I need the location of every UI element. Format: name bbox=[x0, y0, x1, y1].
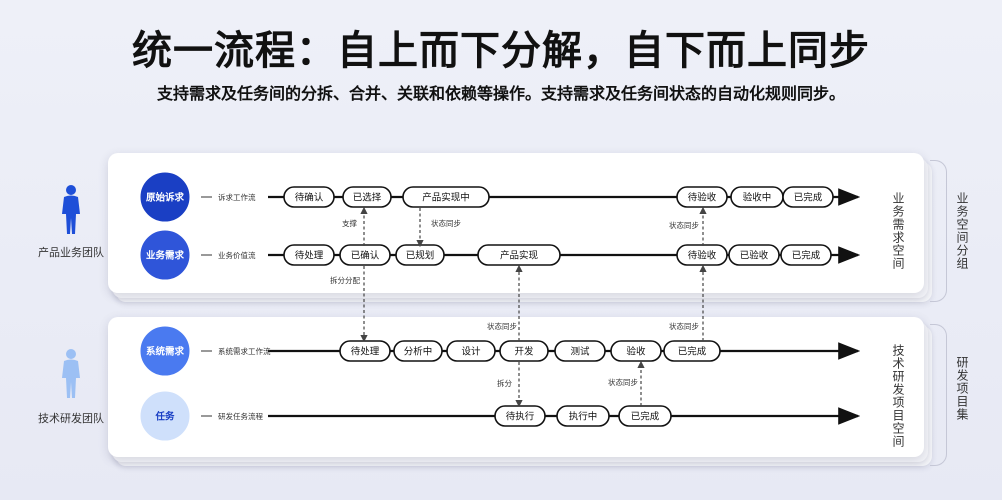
status-node[interactable] bbox=[780, 244, 832, 266]
status-node-label: 已完成 bbox=[794, 192, 823, 204]
status-node[interactable] bbox=[402, 186, 490, 208]
lane-3: 系统需求工作流 系统需求 待处理 分析中 设计 开发 测试 验收 已完成 bbox=[137, 323, 861, 379]
status-node-label: 验收 bbox=[626, 346, 646, 358]
status-node-label: 已完成 bbox=[792, 250, 821, 262]
status-node[interactable] bbox=[283, 244, 335, 266]
lane-circle[interactable] bbox=[137, 227, 193, 283]
status-node-label: 开发 bbox=[514, 346, 534, 358]
connector-label: 状态同步 bbox=[608, 377, 638, 387]
status-node[interactable] bbox=[499, 340, 549, 362]
business-group-label: 业务空间分组 bbox=[955, 192, 969, 270]
lane-circle[interactable] bbox=[137, 169, 193, 225]
tech-space-label: 技术研发项目空间 bbox=[891, 344, 905, 448]
status-node[interactable] bbox=[556, 405, 610, 427]
connector-label: 拆分分配 bbox=[330, 275, 360, 285]
lane-circle[interactable] bbox=[137, 388, 193, 444]
status-node[interactable] bbox=[618, 405, 672, 427]
page-title: 统一流程：自上而下分解，自下而上同步 bbox=[132, 28, 870, 74]
status-node-label: 已完成 bbox=[678, 346, 707, 358]
lane-2: 业务价值流 业务需求 待处理 已确认 已规划 产品实现 待验收 已验收 已完成 bbox=[137, 227, 861, 283]
lane-4: 研发任务流程 任务 待执行 执行中 已完成 bbox=[137, 388, 861, 444]
connector-label: 状态同步 bbox=[669, 220, 699, 230]
status-node-label: 执行中 bbox=[569, 411, 598, 423]
status-node-label: 已验收 bbox=[740, 250, 769, 262]
lane-circle-label: 任务 bbox=[154, 411, 175, 423]
status-node-label: 产品实现 bbox=[500, 250, 539, 262]
status-node[interactable] bbox=[339, 244, 391, 266]
status-node-label: 待处理 bbox=[295, 250, 324, 262]
tech-person-icon bbox=[62, 349, 80, 398]
lane-1: 诉求工作流 原始诉求 待确认 已选择 产品实现中 待验收 验收中 已完成 bbox=[137, 169, 861, 225]
lane-circle-label: 业务需求 bbox=[146, 250, 185, 262]
lane-circle-label: 原始诉求 bbox=[146, 192, 185, 204]
business-space-label: 业务需求空间 bbox=[891, 192, 905, 270]
status-node-label: 产品实现中 bbox=[422, 192, 470, 204]
status-node[interactable] bbox=[554, 340, 606, 362]
status-node[interactable] bbox=[283, 186, 335, 208]
status-node[interactable] bbox=[728, 244, 780, 266]
status-node-label: 已确认 bbox=[351, 250, 380, 262]
status-node-label: 待验收 bbox=[688, 250, 717, 262]
status-node[interactable] bbox=[663, 340, 721, 362]
connector-label: 支撑 bbox=[342, 218, 357, 228]
tech-team-label: 技术研发团队 bbox=[38, 412, 104, 425]
connector-label: 状态同步 bbox=[669, 321, 699, 331]
connector-label: 状态同步 bbox=[431, 218, 461, 228]
lane-flow-label: 研发任务流程 bbox=[218, 411, 263, 421]
tech-set-label: 研发项目集 bbox=[955, 356, 969, 421]
lane-circle[interactable] bbox=[137, 323, 193, 379]
status-node-label: 待验收 bbox=[688, 192, 717, 204]
product-team-label: 产品业务团队 bbox=[38, 246, 104, 259]
status-node-label: 已规划 bbox=[406, 250, 435, 262]
status-node[interactable] bbox=[446, 340, 496, 362]
status-node-label: 验收中 bbox=[743, 192, 772, 204]
product-person-icon bbox=[62, 185, 80, 234]
lane-flow-label: 业务价值流 bbox=[218, 250, 256, 260]
lane-flow-label: 诉求工作流 bbox=[218, 192, 256, 202]
status-node-label: 分析中 bbox=[404, 346, 433, 358]
status-node[interactable] bbox=[782, 186, 834, 208]
status-node-label: 已完成 bbox=[631, 411, 660, 423]
connector-label: 拆分 bbox=[497, 378, 512, 388]
status-node-label: 已选择 bbox=[353, 192, 382, 204]
status-node[interactable] bbox=[610, 340, 662, 362]
status-node-label: 待确认 bbox=[295, 192, 324, 204]
connector-label: 状态同步 bbox=[487, 321, 517, 331]
status-node-label: 待执行 bbox=[506, 411, 535, 423]
lane-flow-label: 系统需求工作流 bbox=[218, 346, 271, 356]
status-node[interactable] bbox=[393, 340, 443, 362]
page-subtitle: 支持需求及任务间的分拆、合并、关联和依赖等操作。支持需求及任务间状态的自动化规则… bbox=[156, 84, 845, 103]
lane-circle-label: 系统需求 bbox=[146, 346, 185, 358]
status-node-label: 待处理 bbox=[351, 346, 380, 358]
status-node-label: 设计 bbox=[461, 346, 481, 358]
status-node-label: 测试 bbox=[570, 346, 590, 358]
